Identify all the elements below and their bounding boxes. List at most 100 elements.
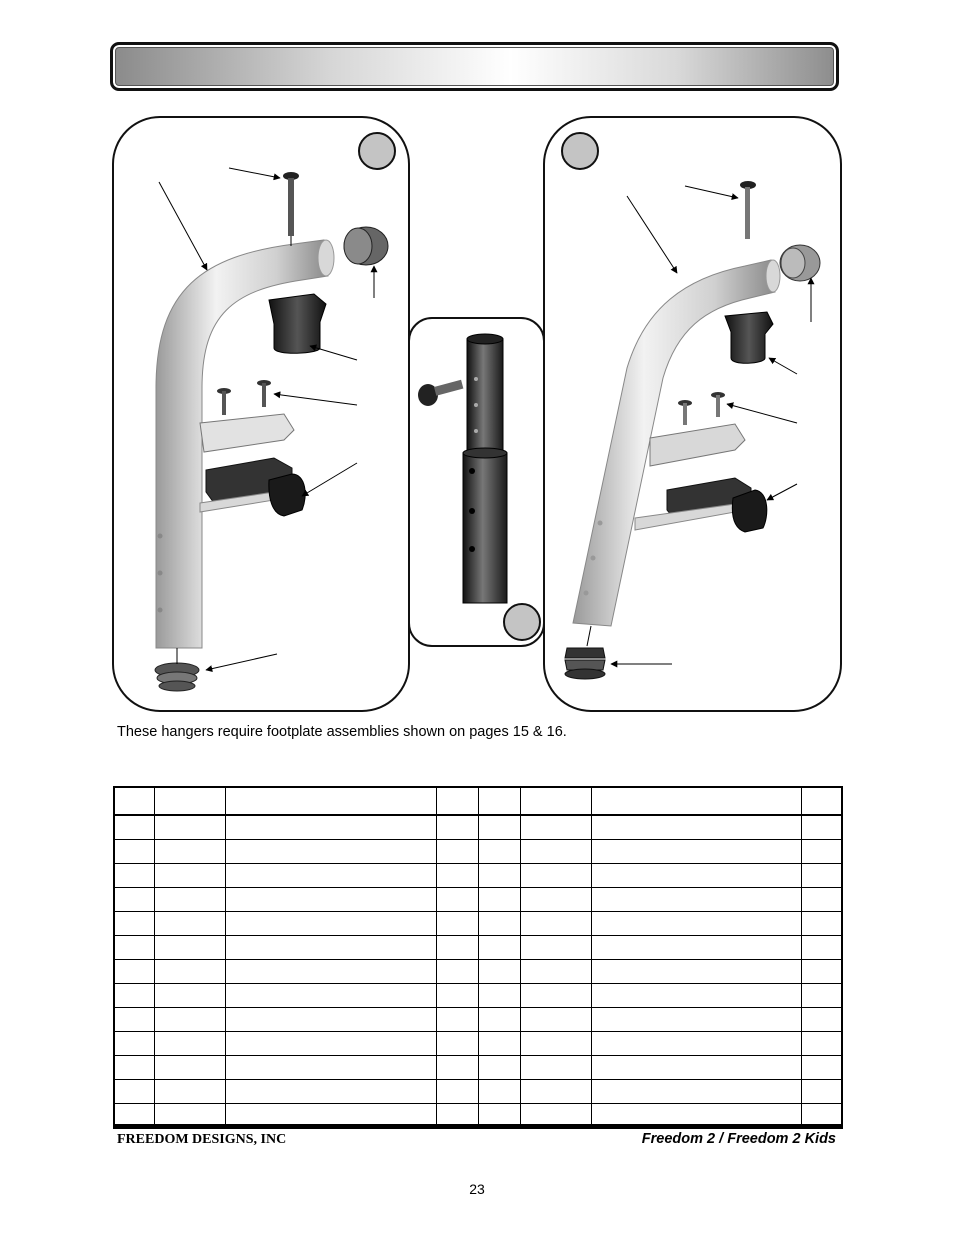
table-cell: [153, 1079, 226, 1104]
table-row: [113, 887, 843, 912]
lever-handle: [731, 489, 768, 533]
table-row: [113, 1007, 843, 1032]
foot-plug: [564, 625, 606, 680]
table-cell: [477, 863, 521, 888]
table-cell: [224, 1079, 437, 1104]
table-cell: [800, 1007, 843, 1032]
table-cell: [477, 1079, 521, 1104]
table-cell: [113, 887, 155, 912]
table-row: [113, 1055, 843, 1080]
table-cell: [435, 1031, 479, 1056]
table-row: [113, 935, 843, 960]
table-cell: [435, 863, 479, 888]
screw-side: [418, 379, 464, 406]
collar: [724, 311, 774, 364]
section-title-banner: [110, 42, 839, 91]
table-cell: [435, 935, 479, 960]
footer-rule: [113, 1124, 842, 1128]
hanger-diagram-right: [561, 132, 821, 680]
table-cell: [435, 1079, 479, 1104]
table-cell: [113, 786, 155, 816]
table-cell: [224, 887, 437, 912]
table-cell: [800, 839, 843, 864]
footer-company: FREEDOM DESIGNS, INC: [117, 1132, 287, 1147]
mounting-bracket: [649, 423, 746, 467]
view-indicator-circle: [358, 132, 396, 170]
table-cell: [519, 839, 592, 864]
table-cell: [224, 1007, 437, 1032]
table-cell: [519, 959, 592, 984]
table-cell: [435, 786, 479, 816]
parts-table: [113, 786, 843, 1129]
table-cell: [800, 911, 843, 936]
table-cell: [590, 911, 802, 936]
table-cell: [153, 1031, 226, 1056]
table-row: [113, 983, 843, 1008]
table-cell: [435, 814, 479, 840]
diagram-panel-right: [543, 116, 842, 712]
table-cell: [800, 814, 843, 840]
table-cell: [153, 911, 226, 936]
table-cell: [224, 935, 437, 960]
table-cell: [519, 887, 592, 912]
hanger-tube-angled: [572, 259, 776, 627]
table-cell: [590, 1055, 802, 1080]
table-cell: [153, 1007, 226, 1032]
table-cell: [153, 814, 226, 840]
table-row: [113, 814, 843, 840]
table-cell: [435, 959, 479, 984]
table-cell: [519, 786, 592, 816]
table-cell: [153, 887, 226, 912]
table-cell: [590, 887, 802, 912]
inner-tube: [466, 333, 504, 460]
end-cap: [779, 244, 821, 282]
mounting-bracket: [199, 413, 295, 453]
table-cell: [113, 1079, 155, 1104]
view-indicator-circle: [503, 603, 541, 641]
table-cell: [519, 1079, 592, 1104]
table-cell: [519, 983, 592, 1008]
table-cell: [224, 911, 437, 936]
table-cell: [224, 786, 437, 816]
table-cell: [477, 839, 521, 864]
table-row: [113, 1031, 843, 1056]
table-cell: [800, 983, 843, 1008]
table-cell: [224, 1031, 437, 1056]
table-cell: [800, 1031, 843, 1056]
table-cell: [519, 863, 592, 888]
table-cell: [153, 839, 226, 864]
table-cell: [477, 887, 521, 912]
table-cell: [435, 1055, 479, 1080]
table-row: [113, 911, 843, 936]
view-indicator-circle: [561, 132, 599, 170]
table-cell: [113, 959, 155, 984]
table-row: [113, 959, 843, 984]
table-cell: [590, 863, 802, 888]
screw-top: [740, 181, 756, 239]
diagram-panel-left: [112, 116, 410, 712]
collar: [268, 293, 327, 354]
table-cell: [224, 863, 437, 888]
table-cell: [113, 863, 155, 888]
table-cell: [800, 1055, 843, 1080]
table-cell: [113, 1007, 155, 1032]
table-cell: [153, 935, 226, 960]
table-cell: [477, 983, 521, 1008]
table-cell: [435, 1007, 479, 1032]
table-cell: [519, 935, 592, 960]
table-cell: [590, 935, 802, 960]
table-cell: [800, 863, 843, 888]
table-row: [113, 1079, 843, 1104]
table-cell: [113, 839, 155, 864]
table-cell: [224, 814, 437, 840]
table-cell: [477, 911, 521, 936]
telescoping-tube-diagram: [418, 333, 541, 641]
table-cell: [519, 814, 592, 840]
table-cell: [590, 1007, 802, 1032]
footer-product: Freedom 2 / Freedom 2 Kids: [641, 1131, 836, 1147]
table-cell: [800, 786, 843, 816]
mounting-screws: [217, 380, 271, 415]
footplate-note: These hangers require footplate assembli…: [117, 724, 567, 740]
screw-top: [283, 172, 299, 246]
table-cell: [519, 1007, 592, 1032]
